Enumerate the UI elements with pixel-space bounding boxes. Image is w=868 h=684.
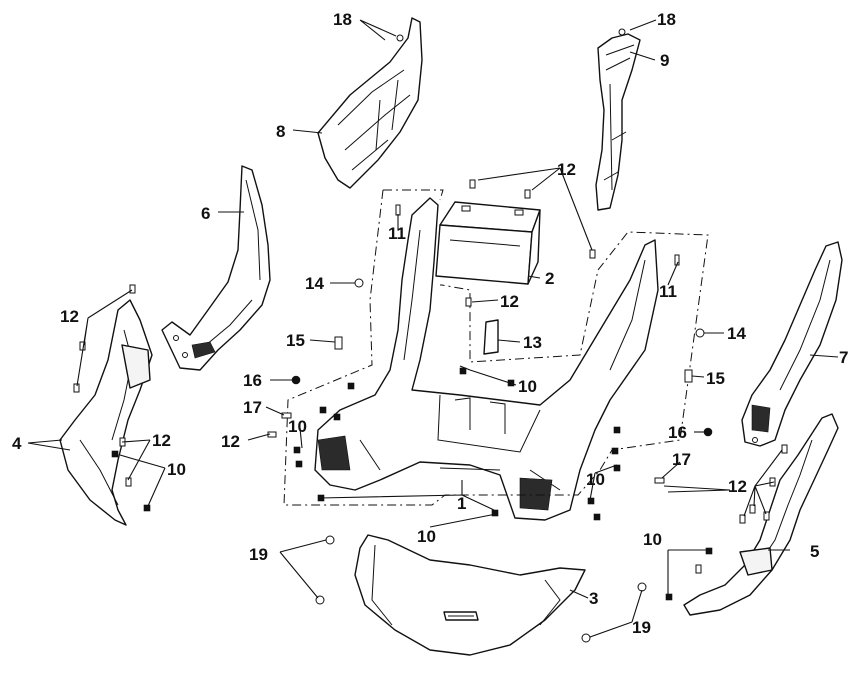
clip-10-h[interactable]	[459, 367, 467, 375]
callout-14-right: 14	[727, 324, 746, 343]
callout-15-left: 15	[286, 331, 305, 350]
callout-10-center: 10	[518, 377, 537, 396]
part-1-main-floor[interactable]	[314, 197, 659, 521]
clip-10-b[interactable]	[319, 406, 327, 414]
leader-lines	[27, 19, 839, 638]
clip-10-d[interactable]	[293, 446, 301, 454]
part-13-strip[interactable]	[483, 319, 499, 355]
bolt-14-right[interactable]	[695, 328, 705, 338]
screw-17-right[interactable]	[654, 477, 665, 484]
callout-17-left: 17	[243, 398, 262, 417]
clip-10-m[interactable]	[587, 497, 595, 505]
callout-18-left: 18	[333, 10, 352, 29]
part-4-left-side-skirt[interactable]	[59, 299, 153, 526]
callout-4: 4	[12, 434, 22, 453]
callout-8: 8	[276, 122, 285, 141]
clip-10-left-a[interactable]	[111, 450, 119, 458]
clip-10-right-b[interactable]	[665, 593, 673, 601]
screw-18-right[interactable]	[618, 28, 626, 36]
callout-6: 6	[201, 204, 210, 223]
callout-12-left: 12	[60, 307, 79, 326]
clip-10-left-b[interactable]	[143, 504, 151, 512]
callout-14-left: 14	[305, 274, 324, 293]
screw-11-left[interactable]	[395, 204, 401, 216]
clip-10-a[interactable]	[347, 382, 355, 390]
bolt-19-right-b[interactable]	[581, 633, 591, 643]
callout-10-left: 10	[167, 460, 186, 479]
callout-10-left-frame: 10	[288, 417, 307, 436]
bolt-15-right[interactable]	[684, 369, 693, 383]
callout-3: 3	[589, 589, 598, 608]
screw-12-top-c[interactable]	[589, 249, 596, 259]
part-6-left-inner-panel[interactable]	[161, 165, 271, 371]
callout-12-mid-left: 12	[221, 432, 240, 451]
callout-1: 1	[457, 494, 466, 513]
screw-12-right-f[interactable]	[695, 564, 702, 574]
callout-10-bottom: 10	[417, 527, 436, 546]
screw-17-left[interactable]	[281, 412, 292, 419]
callout-17-right: 17	[672, 450, 691, 469]
callout-2: 2	[545, 269, 554, 288]
clip-10-c[interactable]	[333, 413, 341, 421]
callout-18-right: 18	[657, 10, 676, 29]
screw-12-battery[interactable]	[465, 297, 472, 307]
callout-10-right: 10	[643, 530, 662, 549]
callout-9: 9	[660, 51, 669, 70]
part-7-right-inner-panel[interactable]	[741, 241, 843, 447]
callout-12-battery: 12	[500, 292, 519, 311]
callout-10-right-frame: 10	[586, 470, 605, 489]
callout-13: 13	[523, 333, 542, 352]
screw-12-top-a[interactable]	[469, 179, 476, 189]
callout-12-right: 12	[728, 477, 747, 496]
screw-12-top-b[interactable]	[524, 189, 531, 199]
bolt-19-left-a[interactable]	[325, 535, 335, 545]
callout-labels: 18 18 9 8 12 6 11 2 14 11 12 12 15 13 14…	[12, 10, 848, 637]
part-2-battery-box[interactable]	[435, 201, 541, 285]
screw-18-left[interactable]	[396, 34, 404, 42]
screw-12-right-e[interactable]	[763, 511, 770, 521]
nut-16-left[interactable]	[291, 375, 301, 385]
clip-10-k[interactable]	[611, 447, 619, 455]
callout-12-top: 12	[557, 160, 576, 179]
clip-10-e[interactable]	[295, 460, 303, 468]
callout-11-left: 11	[388, 224, 406, 243]
screw-12-right-c[interactable]	[749, 504, 756, 514]
callout-5: 5	[810, 542, 819, 561]
callout-11-right: 11	[659, 282, 677, 301]
callout-12-left-lower: 12	[152, 431, 171, 450]
bolt-15-left[interactable]	[334, 336, 343, 350]
callout-19-right: 19	[632, 618, 651, 637]
part-3-under-cover[interactable]	[354, 534, 586, 656]
callout-19-left: 19	[249, 545, 268, 564]
bolt-14-left[interactable]	[354, 278, 364, 288]
clip-10-right-a[interactable]	[705, 547, 713, 555]
callout-16-left: 16	[243, 371, 262, 390]
screw-12-right-a[interactable]	[781, 444, 788, 454]
screw-12-left-a[interactable]	[129, 284, 136, 294]
callout-16-right: 16	[668, 423, 687, 442]
callout-15-right: 15	[706, 369, 725, 388]
clip-10-n[interactable]	[593, 513, 601, 521]
bolt-19-right-a[interactable]	[637, 582, 647, 592]
screw-12-right-d[interactable]	[739, 514, 746, 524]
callout-7: 7	[839, 348, 848, 367]
clip-10-g[interactable]	[491, 509, 499, 517]
part-8-upper-left-cover[interactable]	[317, 17, 423, 189]
screw-12-left-c[interactable]	[73, 383, 80, 393]
fasteners	[73, 28, 788, 643]
clip-10-j[interactable]	[613, 426, 621, 434]
part-9-upper-right-cover[interactable]	[595, 33, 641, 211]
